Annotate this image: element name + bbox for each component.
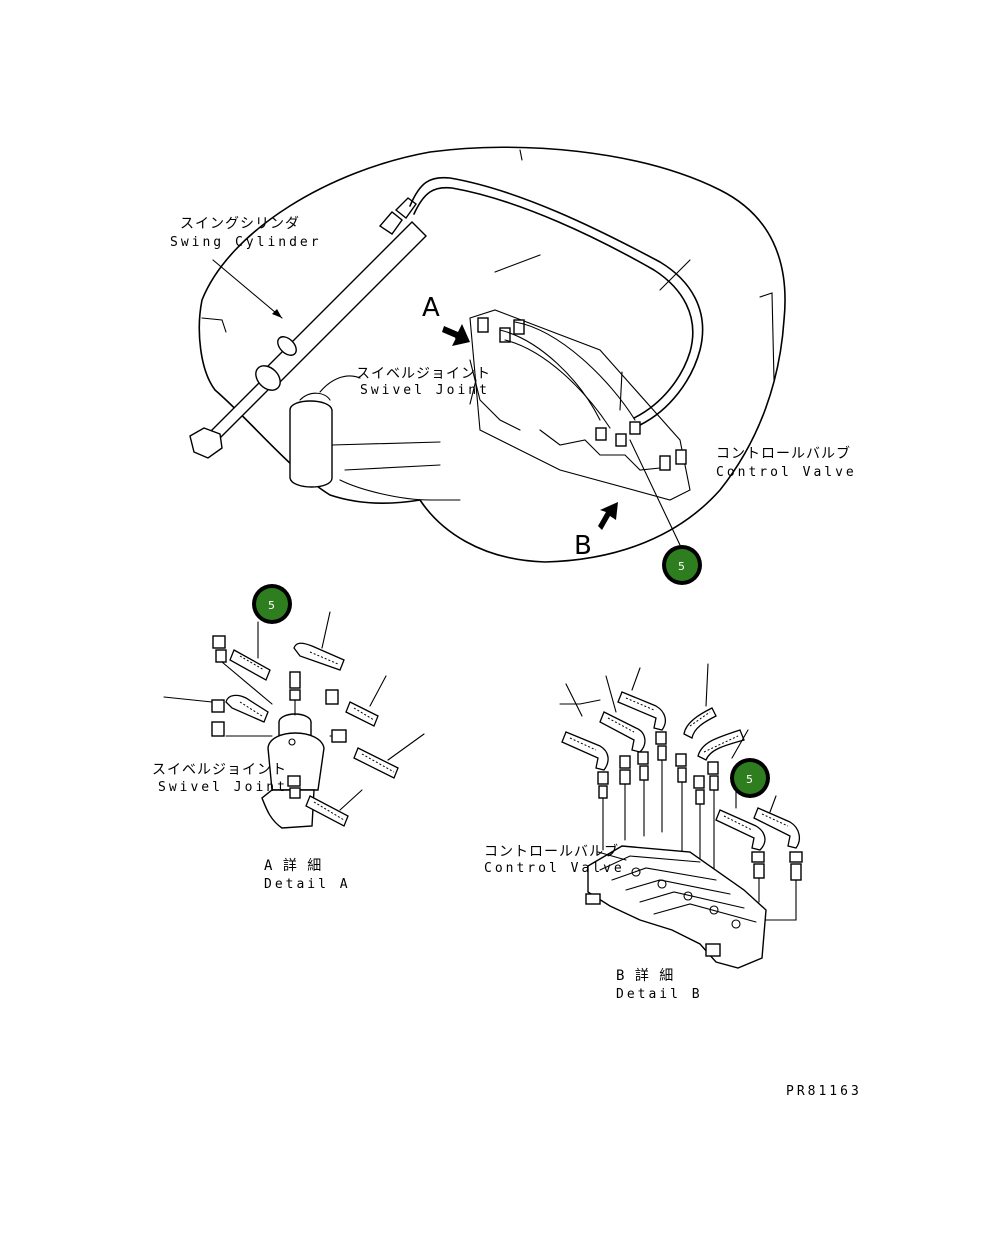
swing-cylinder xyxy=(189,197,427,459)
swivel-joint-label-en: Swivel Joint xyxy=(360,383,490,398)
detail-a-title-en: Detail A xyxy=(264,877,351,892)
detail-b-control-label-jp: コントロールバルブ xyxy=(484,843,619,860)
control-valve-label-jp: コントロールバルブ xyxy=(716,445,851,462)
detail-b-hoses xyxy=(561,691,801,851)
swivel-joint-label-jp: スイベルジョイント xyxy=(356,366,491,382)
detail-a-swivel-label-jp: スイベルジョイント xyxy=(152,762,287,778)
callout-5-overview-fill xyxy=(666,549,698,581)
detail-b-control-label-en: Control Valve xyxy=(484,861,625,876)
callout-5-overview[interactable]: 5 xyxy=(662,545,702,585)
callout-5-detail-a-label: 5 xyxy=(268,599,275,612)
swing-cylinder-label-en: Swing Cylinder xyxy=(170,235,322,250)
overview-control-valve xyxy=(469,309,691,546)
detail-a-swivel-label-en: Swivel Joint xyxy=(158,780,288,795)
control-valve-fittings xyxy=(477,317,687,471)
detail-b-drawing: 5 コントロールバルブ Control Valve B 詳 細 Detail B xyxy=(484,663,803,1002)
overview-swivel-joint xyxy=(289,375,461,501)
detail-a-drawing: 5 xyxy=(152,584,425,892)
drawing-id: PR81163 xyxy=(786,1084,862,1099)
callout-5-detail-b-label: 5 xyxy=(746,773,753,786)
detail-a-title-jp: A 詳 細 xyxy=(264,858,322,874)
detail-a-fittings xyxy=(211,635,347,799)
swing-cylinder-label-jp: スイングシリンダ xyxy=(180,216,300,232)
detail-b-title-en: Detail B xyxy=(616,987,703,1002)
detail-b-control-valve xyxy=(585,845,767,969)
overview-pipes xyxy=(409,176,704,426)
callout-5-detail-b[interactable]: 5 xyxy=(730,758,770,798)
overview-drawing: A B スイングシリンダ Swing Cylinder スイベルジョイント Sw… xyxy=(170,146,857,585)
callout-5-detail-b-fill xyxy=(734,762,766,794)
view-arrow-b: B xyxy=(574,502,618,561)
view-a-label: A xyxy=(422,293,440,323)
detail-b-title-jp: B 詳 細 xyxy=(616,968,674,984)
swing-cylinder-leader xyxy=(212,259,283,319)
cylinder-rod-end xyxy=(189,427,223,459)
view-b-label: B xyxy=(574,531,592,561)
detail-a-hoses xyxy=(225,642,399,827)
callout-5-detail-a-fill xyxy=(256,588,288,620)
control-valve-label-en: Control Valve xyxy=(716,465,857,480)
detail-a-leaders xyxy=(163,611,425,811)
callout-5-detail-a[interactable]: 5 xyxy=(252,584,292,624)
callout-5-overview-label: 5 xyxy=(678,560,685,573)
view-arrow-a: A xyxy=(422,293,470,346)
